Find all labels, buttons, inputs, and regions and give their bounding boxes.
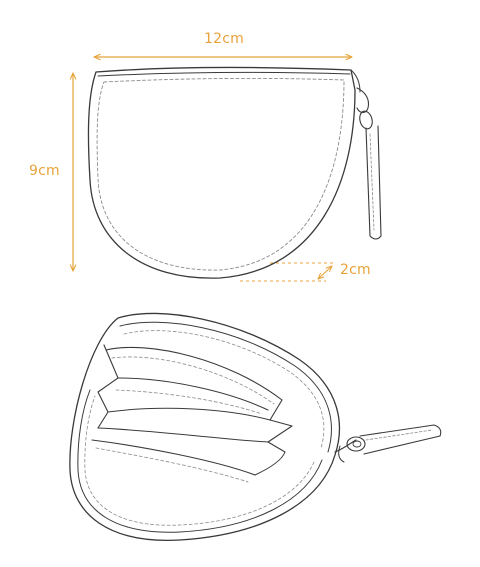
zipper-pull-front bbox=[356, 87, 382, 240]
open-purse-outer-rim bbox=[69, 312, 341, 541]
purse-stitching bbox=[96, 77, 345, 271]
purse-front-view bbox=[87, 66, 382, 279]
depth-label: 2cm bbox=[340, 262, 371, 278]
gusset-upper bbox=[97, 344, 119, 429]
height-label: 9cm bbox=[29, 163, 60, 179]
zipper-pull-open bbox=[334, 424, 442, 463]
depth-dimension-lines bbox=[240, 262, 334, 282]
purse-open-view bbox=[69, 312, 442, 541]
width-label: 12cm bbox=[204, 31, 244, 47]
gusset-right bbox=[267, 399, 293, 453]
purse-body-outline bbox=[87, 66, 356, 279]
